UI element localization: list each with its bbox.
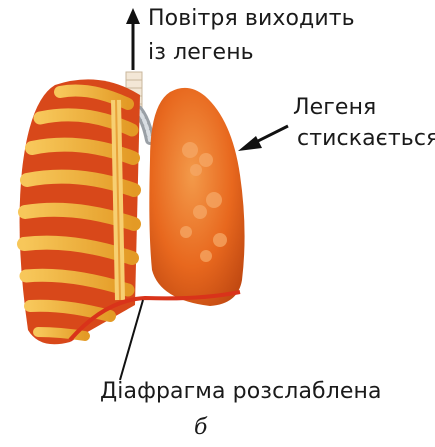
panel-letter: б	[194, 414, 207, 442]
diaphragm-relaxed-label: Діафрагма розслаблена	[100, 377, 382, 407]
air-exits-label-line2: із легень	[148, 38, 254, 68]
arrow-down-left-icon	[238, 126, 288, 151]
lung-compresses-label-line2: стискається	[297, 124, 435, 154]
lung-compresses-label-line1: Легеня	[293, 93, 376, 123]
arrow-up-icon	[126, 8, 140, 70]
diaphragm-leader-line	[120, 300, 143, 380]
right-lung	[149, 88, 244, 306]
air-exits-label-line1: Повітря виходить	[148, 4, 355, 34]
